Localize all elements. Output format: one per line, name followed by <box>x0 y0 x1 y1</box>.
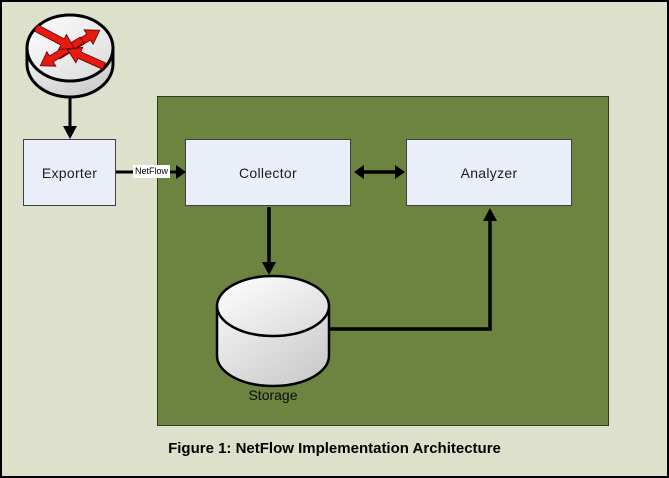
node-analyzer: Analyzer <box>406 139 572 206</box>
node-collector-label: Collector <box>239 164 297 181</box>
storage-label: Storage <box>248 387 298 403</box>
netflow-edge-label: NetFlow <box>133 165 171 178</box>
node-exporter: Exporter <box>23 139 116 206</box>
node-collector: Collector <box>185 139 351 206</box>
node-exporter-label: Exporter <box>41 164 98 181</box>
router-red-arrows <box>33 24 106 70</box>
figure-caption: Figure 1: NetFlow Implementation Archite… <box>168 440 501 457</box>
router-icon <box>25 13 115 99</box>
edge-router-to-exporter <box>63 97 77 139</box>
node-analyzer-label: Analyzer <box>460 164 518 181</box>
